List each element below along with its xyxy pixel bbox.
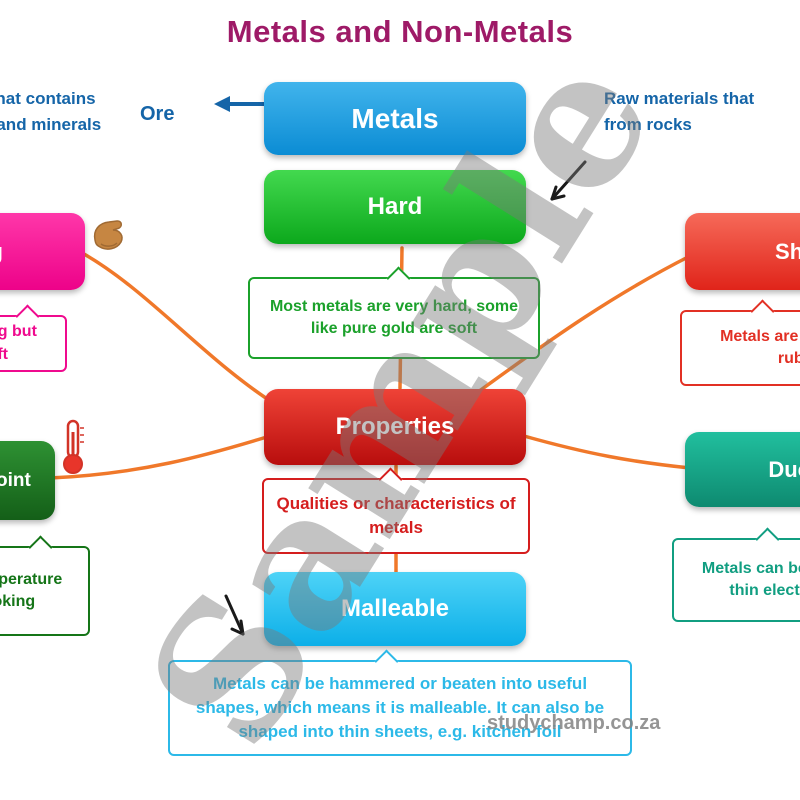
ore-label: Ore [140,103,175,125]
node-metals: Metals [264,82,526,155]
note-shiny: Metals are shiny when rubbed [680,299,800,386]
note-properties: Qualities or characteristics of metals [262,467,530,554]
note-melting-text: Can withstand high temperature and are u… [0,570,63,610]
ore-definition-line2: metals and minerals [0,115,102,135]
raw-materials-line1: Raw materials that [604,89,755,108]
thermometer-icon [63,419,84,474]
note-malleable-text: Metals can be hammered or beaten into us… [195,674,605,741]
node-properties: Properties [264,389,526,465]
note-ductile: Metals can be drawn into thin electric w… [672,527,800,622]
node-melting-point: High melting point [0,441,55,520]
flexed-biceps-icon [93,220,123,250]
note-strong: Metals are strong but some are soft [0,304,67,372]
note-properties-text: Qualities or characteristics of metals [276,494,516,537]
note-shiny-text: Metals are shiny when rubbed [720,327,800,367]
node-malleable: Malleable [264,572,526,646]
raw-materials-text: Raw materials that from rocks [604,86,800,139]
page-title: Metals and Non-Metals [226,14,574,49]
left-arrow-icon [214,96,266,112]
note-hard-text: Most metals are very hard, some like pur… [269,297,519,337]
ore-definition-line1: Rock that contains [0,89,96,108]
note-hard: Most metals are very hard, some like pur… [248,266,540,359]
note-malleable: Metals can be hammered or beaten into us… [168,649,632,756]
note-ductile-text: Metals can be drawn into thin electric w… [701,559,800,599]
ore-definition-text: Rock that contains metals and minerals [0,86,127,139]
node-strong: Strong [0,213,85,290]
node-shiny: Shiny [685,213,800,290]
note-melting-point: Can withstand high temperature and are u… [0,535,90,636]
raw-materials-line2: from rocks [604,115,692,135]
node-ductile: Ductile [685,432,800,507]
site-watermark: studychamp.co.za [487,712,661,734]
node-hard: Hard [264,170,526,244]
